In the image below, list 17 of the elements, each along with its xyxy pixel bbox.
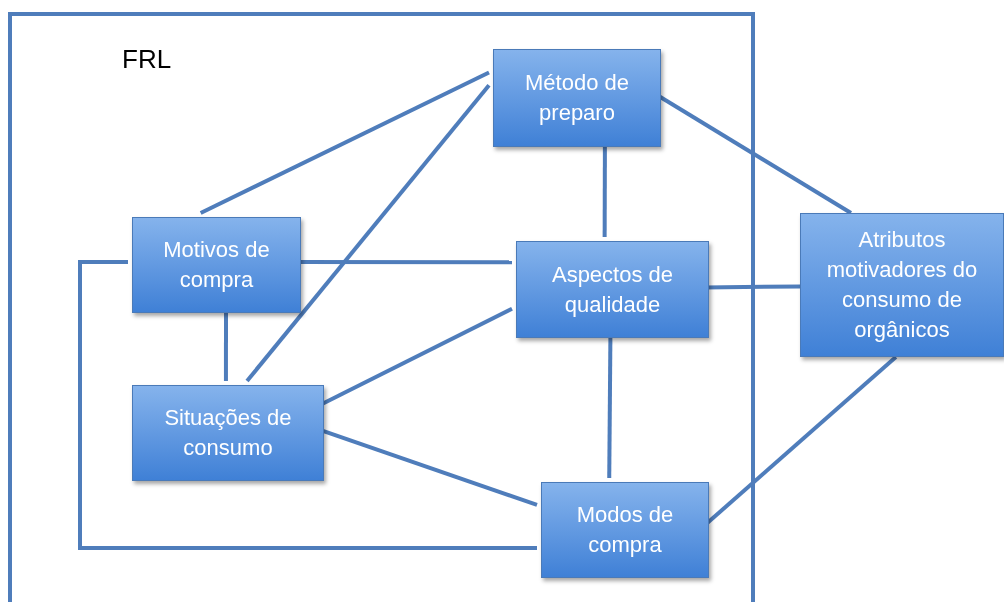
frame (8, 12, 755, 602)
box-label: Método de preparo (524, 69, 630, 127)
process-box (516, 241, 709, 338)
connector-line (199, 70, 490, 215)
box-label: Motivos de compra (162, 236, 271, 294)
process-box (132, 217, 301, 313)
process-box (132, 385, 324, 481)
process-box (493, 49, 661, 147)
box-label: Aspectos de qualidade (550, 260, 675, 319)
connector-line (78, 259, 537, 551)
process-box (541, 482, 709, 578)
box-label: Modos de compra (575, 501, 675, 559)
process-box (800, 213, 1004, 357)
frame-title: FRL (122, 43, 172, 76)
box-label: Atributos motivadores do consumo de orgânicos (825, 226, 979, 344)
box-label: Situações de consumo (163, 404, 293, 462)
connector-line (245, 83, 491, 383)
